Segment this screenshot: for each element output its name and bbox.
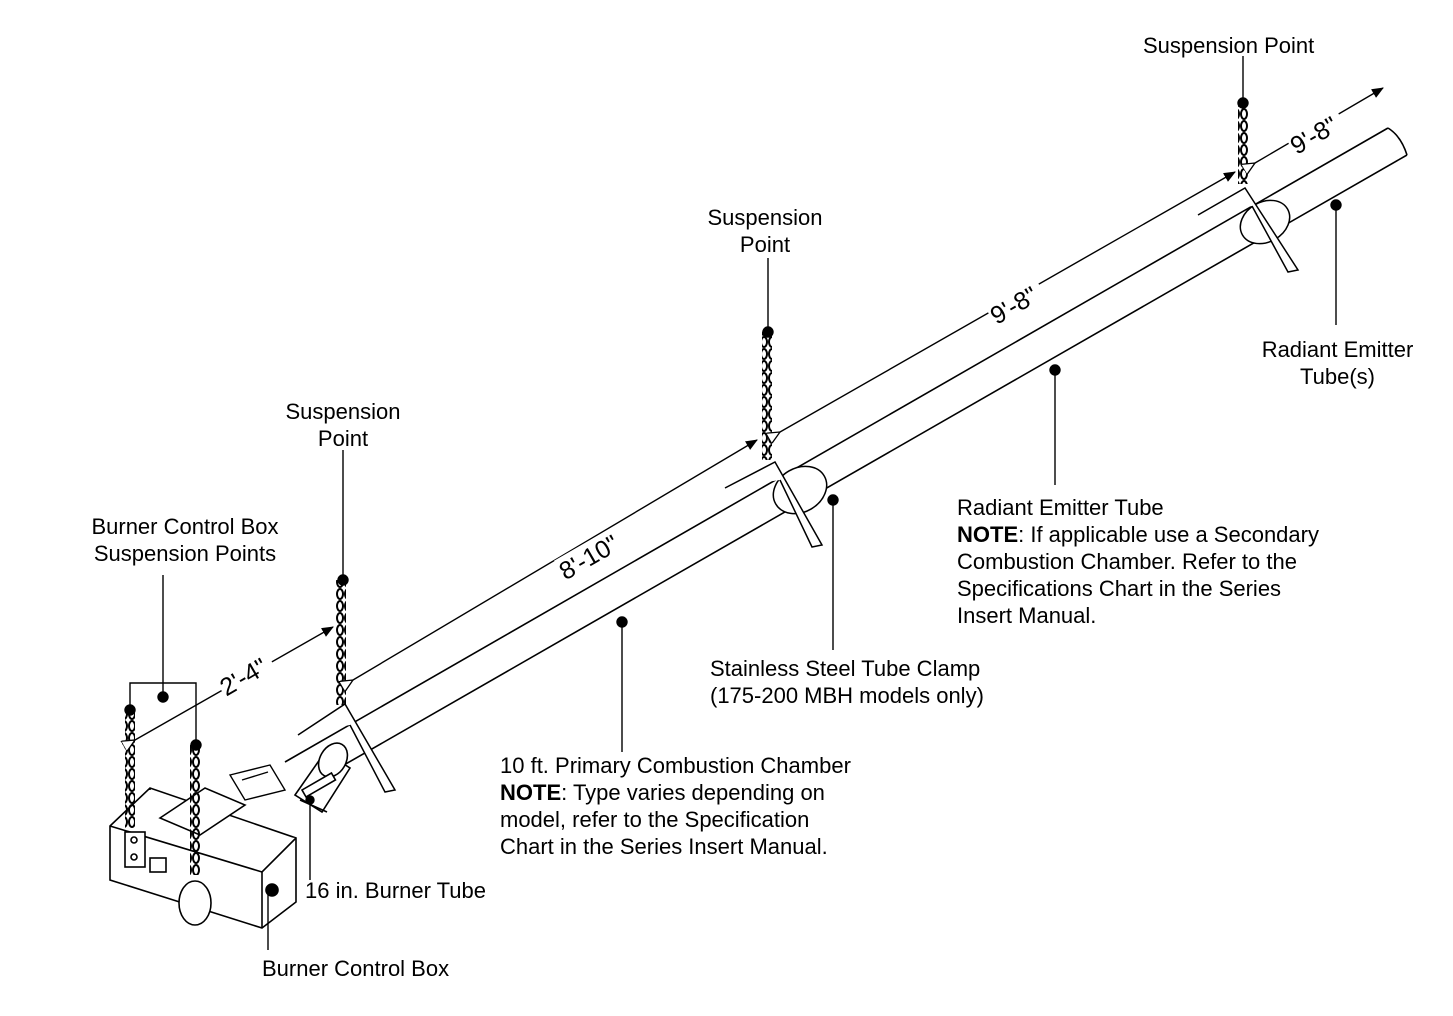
chain-mid — [762, 330, 772, 460]
label-suspension-point-top: Suspension Point — [1143, 33, 1315, 58]
chain-top — [1238, 102, 1248, 184]
label-burner-tube: 16 in. Burner Tube — [305, 878, 487, 903]
burner-tube — [293, 742, 352, 814]
note-label: NOTE — [957, 522, 1019, 547]
burner-bracket — [228, 764, 287, 801]
label-primary-combustion-chamber: 10 ft. Primary Combustion Chamber NOTE: … — [500, 753, 851, 859]
label-burner-box-suspension-points: Burner Control Box Suspension Points — [91, 514, 279, 566]
label-tube-clamp: Stainless Steel Tube Clamp (175-200 MBH … — [710, 656, 984, 708]
note-label: NOTE — [500, 780, 562, 805]
label-suspension-point-mid: Suspension Point — [707, 205, 823, 257]
dim-8ft10in: 8'-10" — [555, 530, 624, 586]
chain-box-1 — [125, 710, 135, 828]
burner-control-box — [109, 787, 297, 929]
chain-box-2 — [190, 745, 200, 875]
label-burner-control-box: Burner Control Box — [262, 956, 450, 981]
label-radiant-emitter-tubes: Radiant Emitter Tube(s) — [1261, 337, 1414, 389]
label-radiant-emitter-tube: Radiant Emitter Tube NOTE: If applicable… — [957, 495, 1319, 628]
label-suspension-point-low: Suspension Point — [285, 399, 401, 451]
chain-low — [336, 580, 346, 705]
